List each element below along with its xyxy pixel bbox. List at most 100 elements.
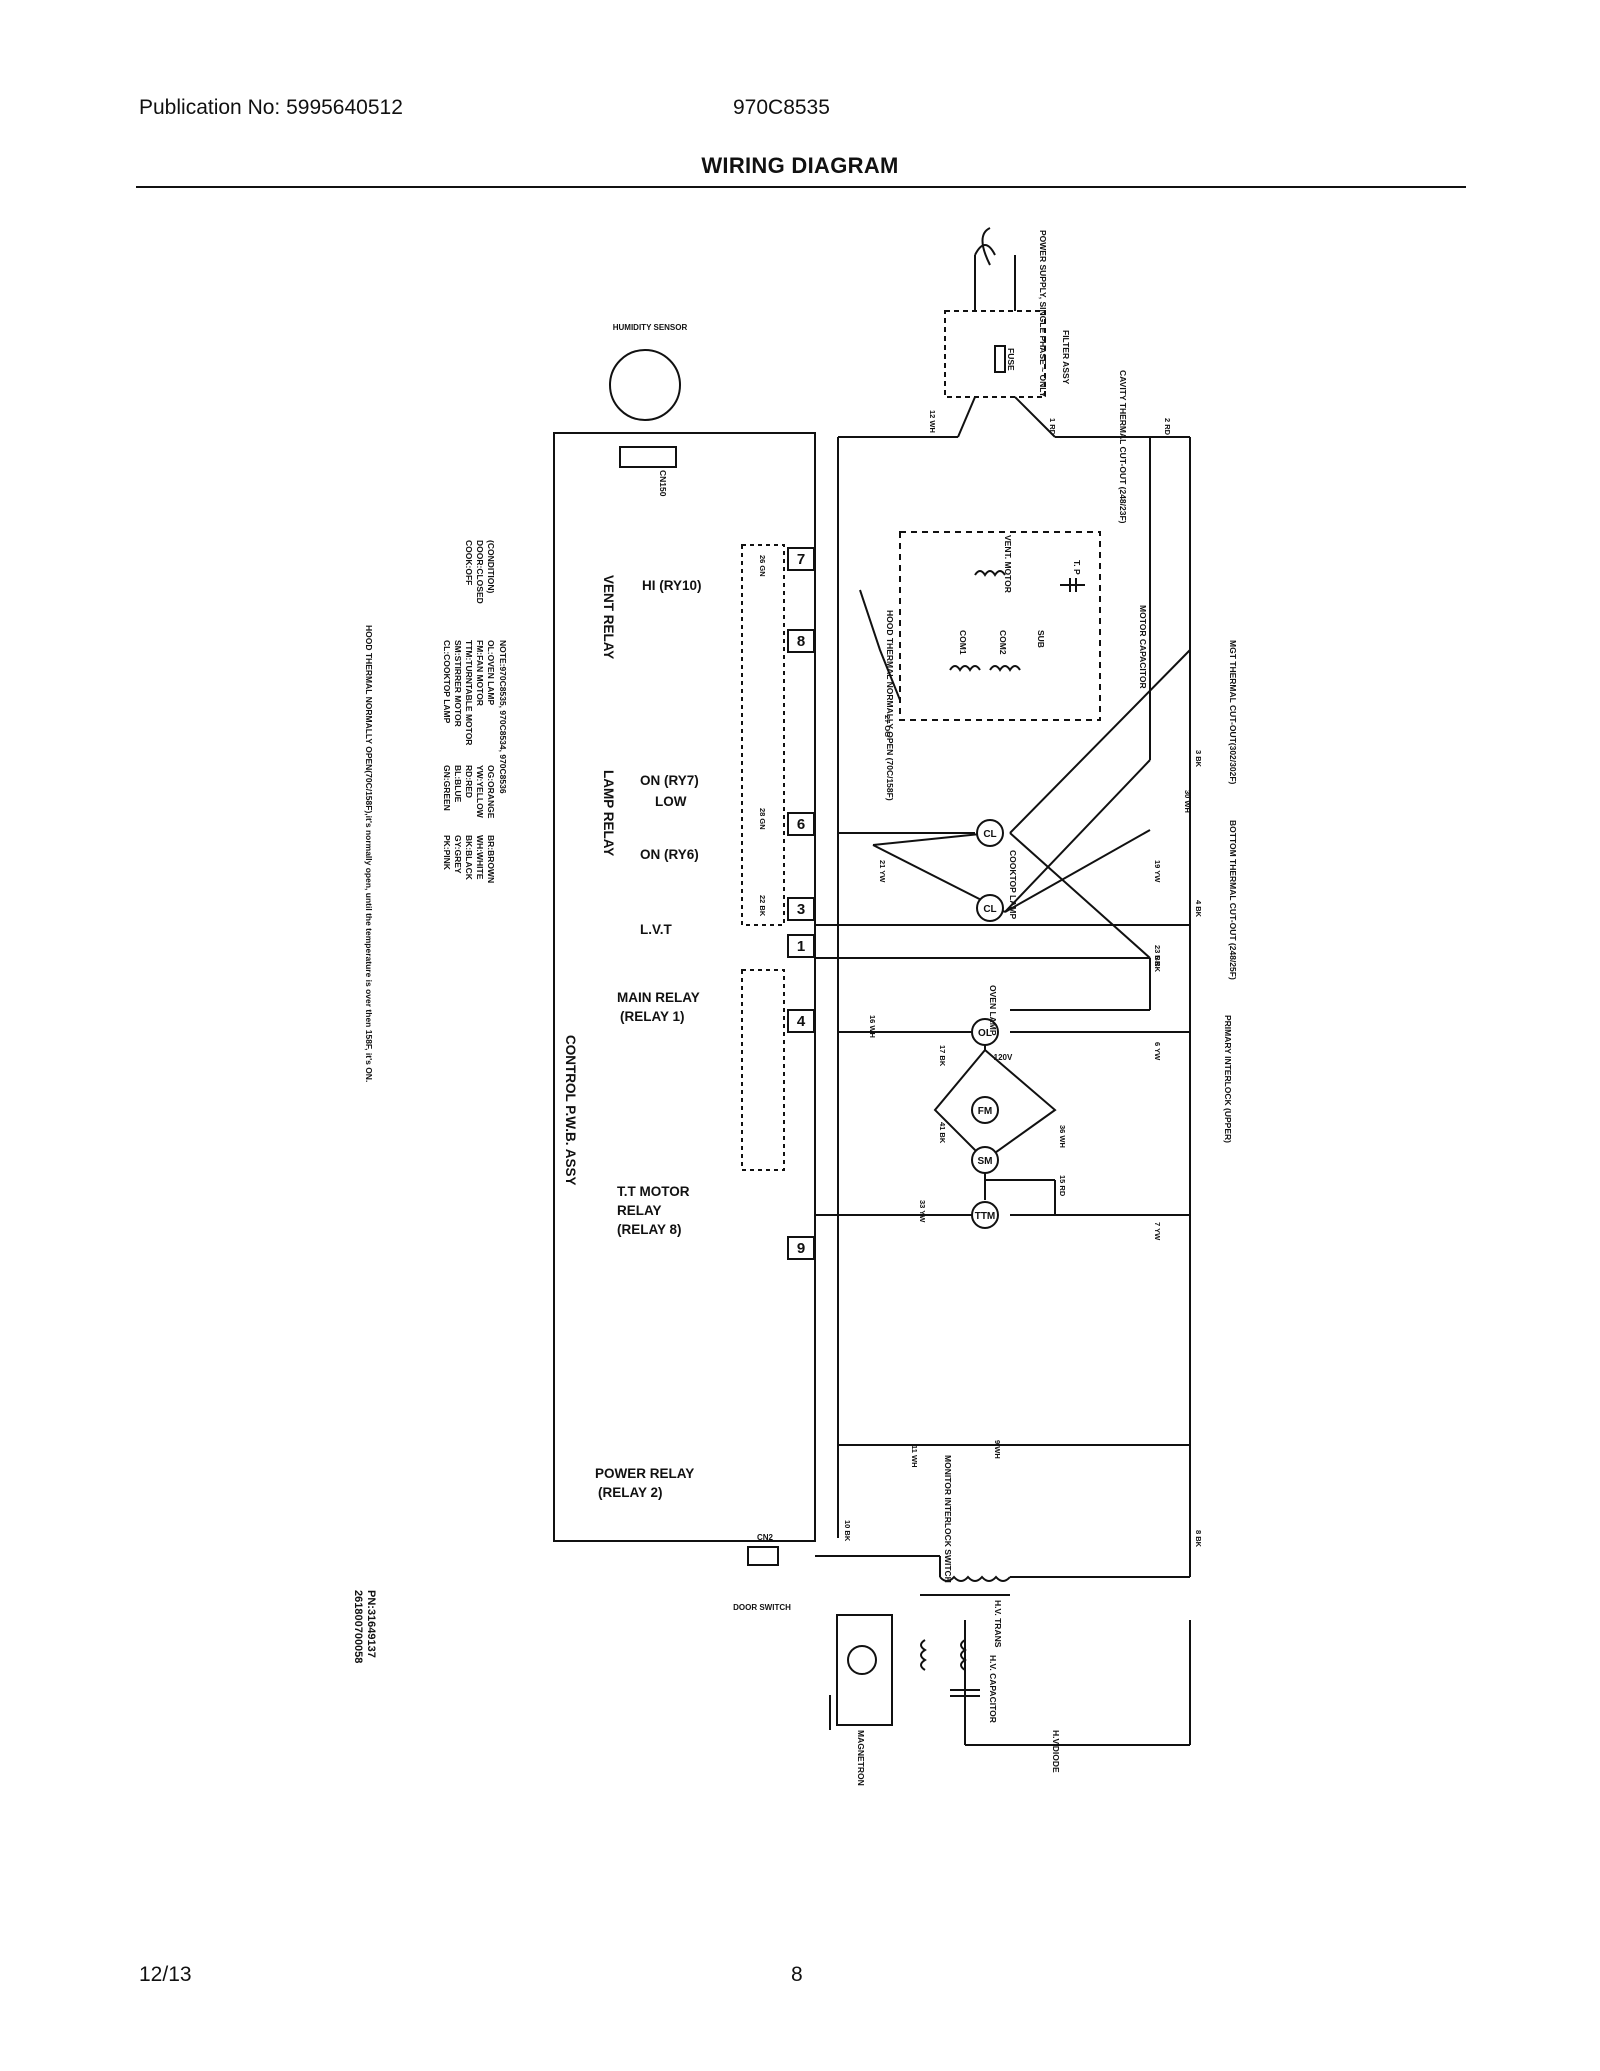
color-og: OG:ORANGE (486, 765, 496, 819)
power-relay-sub-label: (RELAY 2) (598, 1485, 663, 1500)
tt-relay-label-3: (RELAY 8) (617, 1222, 682, 1237)
wire-label: 7 YW (1153, 1222, 1162, 1241)
ol-label: OL (978, 1028, 992, 1039)
on-ry6-label: ON (RY6) (640, 847, 699, 862)
stirrer-motor-symbol (971, 1146, 999, 1174)
cn150-label: CN150 (658, 470, 668, 497)
color-bl: BL:BLUE (453, 765, 463, 803)
motor-capacitor-label: MOTOR CAPACITOR (1138, 605, 1148, 689)
legend-ol: OL:OVEN LAMP (486, 640, 496, 705)
cl-label-2: CL (983, 904, 996, 915)
model-number: 970C8535 (733, 96, 830, 119)
legend-fm: FM:FAN MOTOR (475, 640, 485, 706)
wire-label: 3 BK (1194, 750, 1203, 768)
com2-label: COM2 (998, 630, 1008, 655)
power-supply-label: POWER SUPPLY, SINGLE PHASE ~ ONLY (1038, 230, 1048, 398)
wire-label: 11 WH (910, 1445, 919, 1468)
wire-label: 15 RD (1058, 1175, 1067, 1197)
wire-label: 2 RD (1163, 418, 1172, 436)
color-pk: PK:PINK (442, 835, 452, 871)
wire-label: 10 BK (843, 1520, 852, 1542)
wire-label: 1 RD (1048, 418, 1057, 436)
magnetron-label: MAGNETRON (856, 1730, 866, 1786)
color-bk: BK:BLACK (464, 835, 474, 881)
vent-relay-label: VENT RELAY (601, 575, 616, 659)
wire-label: 9 WH (993, 1440, 1002, 1459)
publication-number: Publication No: 5995640512 (139, 96, 403, 119)
color-wh: WH:WHITE (475, 835, 485, 880)
door-switch-label: DOOR SWITCH (733, 1603, 791, 1612)
wire-label: 8 BK (1194, 1530, 1203, 1548)
footer-date: 12/13 (139, 1963, 192, 1986)
hood-thermal-label: HOOD THERMAL NORMALLY OPEN (70C/158F) (885, 610, 895, 801)
cavity-thermal-label: CAVITY THERMAL CUT-OUT (248/23F) (1118, 370, 1128, 524)
wire-label: 16 WH (868, 1015, 877, 1038)
connector-4: 4 (797, 1013, 806, 1030)
wire-label: 41 BK (938, 1122, 947, 1144)
page-title: WIRING DIAGRAM (701, 153, 899, 178)
hi-relay-label: HI (RY10) (642, 578, 702, 593)
sub-label: SUB (1036, 630, 1046, 648)
on-ry7-label: ON (RY7) (640, 773, 699, 788)
wire-label: 5 BK (1153, 955, 1162, 973)
primary-interlock-label: PRIMARY INTERLOCK (UPPER) (1223, 1015, 1233, 1143)
main-relay-label: MAIN RELAY (617, 990, 700, 1005)
lamp-relay-label: LAMP RELAY (601, 770, 616, 856)
connector-7: 7 (797, 551, 805, 568)
wire-label: 21 YW (878, 860, 887, 883)
hood-note: HOOD THERMAL NORMALLY OPEN(70C/158F),it'… (364, 625, 374, 1082)
connector-1: 1 (797, 938, 805, 955)
cn2-label: CN2 (757, 1533, 774, 1542)
cooktop-lamp-2-symbol (976, 894, 1004, 922)
mgt-thermal-label: MGT THERMAL CUT-OUT(302/302F) (1228, 640, 1238, 785)
header-divider (136, 186, 1466, 188)
color-yw: YW:YELLOW (475, 765, 485, 819)
wire-label: 26 GN (758, 555, 767, 577)
color-br: BR:BROWN (486, 835, 496, 883)
pn2-label: 261800700058 (352, 1590, 364, 1663)
note-line-4: COOK:OFF (464, 540, 474, 585)
legend-sm: SM:STIRRER MOTOR (453, 640, 463, 727)
monitor-switch-label: MONITOR INTERLOCK SWITCH (943, 1455, 953, 1583)
hv-trans-label: H.V. TRANS (993, 1600, 1003, 1648)
wire-label: 12 WH (928, 410, 937, 433)
page-number: 8 (791, 1963, 803, 1986)
main-relay-sub-label: (RELAY 1) (620, 1009, 685, 1024)
cl-label-1: CL (983, 829, 996, 840)
wire-label: 36 WH (1058, 1125, 1067, 1148)
cooktop-lamp-1-symbol (976, 819, 1004, 847)
bottom-thermal-label: BOTTOM THERMAL CUT-OUT (248/25F) (1228, 820, 1238, 980)
pn-label: PN:31649137 (365, 1590, 377, 1658)
note-line-2: (CONDITION) (486, 540, 496, 594)
fan-motor-symbol (971, 1096, 999, 1124)
wire-label: 23 BK (1153, 945, 1162, 967)
vent-motor-label: VENT. MOTOR (1003, 535, 1013, 593)
tt-relay-label-1: T.T MOTOR (617, 1184, 690, 1199)
tp-label: T. P (1072, 560, 1082, 575)
volt-120-label: 120V (994, 1053, 1013, 1062)
hv-capacitor-label: H.V. CAPACITOR (988, 1655, 998, 1723)
com1-label: COM1 (958, 630, 968, 655)
wire-label: 33 YW (918, 1200, 927, 1223)
wire-label: 4 BK (1194, 900, 1203, 918)
connector-8: 8 (797, 633, 805, 650)
connector-9: 9 (797, 1240, 805, 1257)
oven-lamp-symbol (971, 1018, 999, 1046)
lvt-label: L.V.T (640, 922, 673, 937)
connector-3: 3 (797, 901, 805, 918)
note-line-3: DOOR:CLOSED (475, 540, 485, 604)
color-gy: GY:GREY (453, 835, 463, 874)
filter-assy-label: FILTER ASSY (1061, 330, 1071, 385)
note-line-1: NOTE:970C8535, 970C8534, 970C8536 (498, 640, 508, 794)
tt-relay-label-2: RELAY (617, 1203, 662, 1218)
wire-label: 19 YW (1153, 860, 1162, 883)
wire-label: 22 BK (758, 895, 767, 917)
humidity-sensor-label: HUMIDITY SENSOR (613, 323, 688, 332)
control-pwb-label: CONTROL P.W.B. ASSY (563, 1035, 578, 1186)
filter-assy-box (944, 310, 1046, 398)
connector-6: 6 (797, 816, 805, 833)
ttm-label: TTM (975, 1211, 996, 1222)
vent-motor-box (899, 531, 1101, 721)
cooktop-lamp-label: COOKTOP LAMP (1008, 850, 1018, 919)
